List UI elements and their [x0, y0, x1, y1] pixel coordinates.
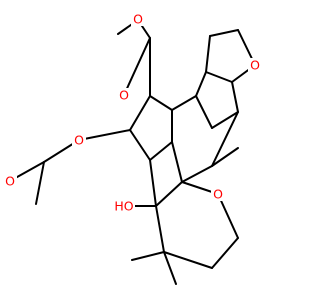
bond-ring-d-6: [217, 193, 239, 239]
ester-ether-oxygen-bg: [131, 12, 145, 26]
acetate-ester-oxygen: O: [74, 133, 84, 148]
structure-canvas: O O O O O O HO: [3, 11, 262, 285]
atom-label-layer: O O O O O O HO: [3, 12, 262, 214]
bond-layer: [9, 19, 256, 285]
hydroxyl-label-bg: [113, 199, 135, 213]
bond-ring-b-2: [129, 129, 151, 161]
ester-carbonyl-oxygen: O: [119, 88, 129, 103]
hydroxyl-label: HO: [114, 199, 133, 214]
bond-furan-1: [205, 35, 211, 73]
bond-ring-a-3: [195, 71, 207, 97]
bond-ring-a-2: [171, 95, 197, 111]
bond-furan-2: [209, 29, 239, 37]
bond-ring-d-2: [155, 181, 183, 207]
bond-ring-a-4: [205, 71, 233, 83]
bond-ring-c-1: [171, 141, 183, 183]
bond-ring-a-7: [195, 95, 213, 129]
bond-acetate-o: [78, 129, 131, 141]
ketone-oxygen: O: [213, 187, 223, 202]
bond-ring-a-6: [211, 111, 239, 129]
bond-ring-d-3: [155, 205, 165, 253]
furan-oxygen-bg: [248, 58, 262, 72]
acetate-carbonyl-oxygen: O: [5, 174, 15, 189]
bond-ring-a-1: [149, 95, 173, 111]
bond-ring-c-2: [181, 165, 213, 183]
ester-carbonyl-oxygen-bg: [117, 88, 131, 102]
ketone-oxygen-bg: [211, 187, 225, 201]
bond-ring-b-3: [149, 141, 173, 161]
bond-ring-d-5: [211, 237, 239, 269]
bond-ring-b-1: [129, 95, 151, 131]
bond-ring-d-1: [149, 159, 157, 207]
bond-gem-methyl-1: [131, 251, 165, 261]
ester-ether-oxygen: O: [133, 12, 143, 27]
bond-ring-c-3: [211, 111, 239, 167]
molecule-structure: O O O O O O HO: [3, 11, 262, 285]
bond-ring-d-4: [163, 251, 213, 269]
bond-methyl-angular: [211, 147, 239, 167]
bond-carbonyl-c-o-a: [123, 37, 151, 96]
bond-ring-a-5: [231, 81, 239, 113]
bond-gem-methyl-2: [163, 251, 177, 285]
acetate-carbonyl-oxygen-bg: [3, 174, 17, 188]
acetate-ester-oxygen-bg: [72, 133, 86, 147]
furan-oxygen: O: [250, 58, 260, 73]
bond-acetate-methyl: [35, 161, 45, 205]
